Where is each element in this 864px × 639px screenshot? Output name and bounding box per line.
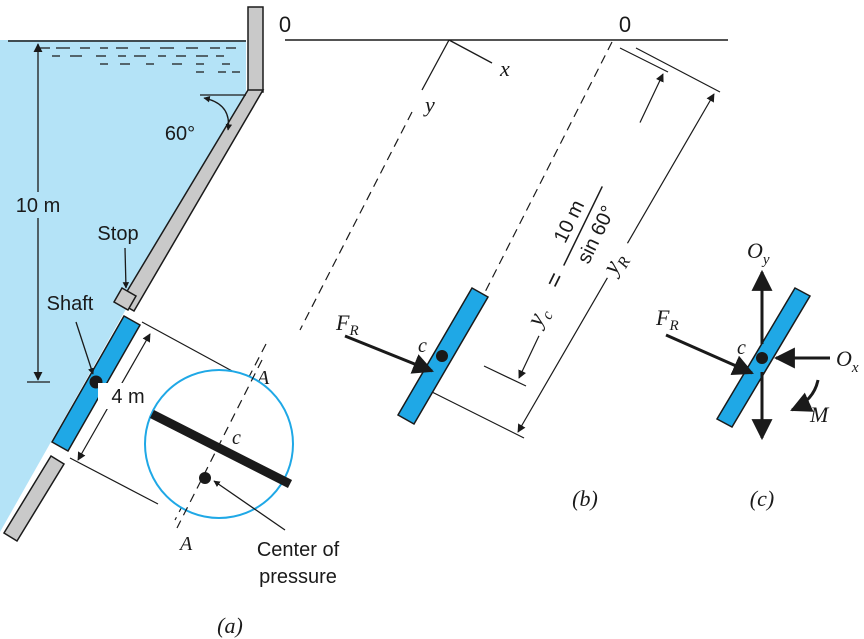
- water-surface-ripples: [8, 40, 246, 73]
- centroid-label-a: c: [232, 427, 241, 449]
- origin-left: 0: [279, 12, 291, 37]
- angle-label: 60°: [165, 123, 195, 145]
- center-of-pressure-label-1: Center of: [257, 539, 340, 561]
- shaft-label: Shaft: [47, 293, 94, 315]
- depth-label: 10 m: [16, 195, 60, 217]
- y-axis: [421, 39, 450, 91]
- stop-block: [112, 286, 138, 312]
- y-axis-label: y: [423, 92, 435, 117]
- centroid-dot-b: [436, 350, 448, 362]
- center-of-pressure-label-2: pressure: [259, 566, 337, 588]
- origin-right: 0: [619, 12, 631, 37]
- centroid-label-b: c: [418, 335, 427, 357]
- oy-label: Oy: [747, 238, 770, 268]
- centroid-dot-c: [756, 352, 768, 364]
- centroid-label-c: c: [737, 337, 746, 359]
- force-subscript-c: R: [668, 318, 678, 334]
- wall-inclined-upper: [118, 89, 265, 313]
- stop-leader: [122, 247, 130, 289]
- force-subscript-b: R: [348, 323, 358, 339]
- ox-label: Ox: [836, 346, 859, 376]
- part-a: 10 m 60° Stop Shaft 4 m A A c: [0, 6, 340, 638]
- force-label-c: FR: [655, 305, 679, 334]
- part-c: c FR Oy Ox M (c): [655, 238, 859, 511]
- yc-formula: yc = 10 m sin 60°: [498, 104, 650, 340]
- part-b: 0 0 x y c FR yc = 10 m sin 60: [279, 12, 728, 511]
- x-axis: [448, 39, 493, 64]
- plane-extension-line: [299, 111, 413, 331]
- stop-label: Stop: [97, 223, 138, 245]
- caption-a: (a): [217, 613, 243, 638]
- wall-inclined-lower: [2, 454, 66, 543]
- force-arrow-c: [665, 333, 754, 375]
- moment-arrow: [790, 379, 820, 412]
- caption-b: (b): [572, 486, 598, 511]
- force-label-b: FR: [335, 310, 359, 339]
- force-arrow-b: [344, 334, 434, 374]
- wall-vertical: [247, 6, 264, 93]
- angle-marker: [200, 94, 246, 131]
- center-of-pressure-leader: [213, 480, 286, 531]
- section-label-bottom: A: [178, 533, 193, 555]
- center-of-pressure-dot: [199, 472, 211, 484]
- x-axis-label: x: [499, 56, 510, 81]
- gate-length-label: 4 m: [111, 386, 144, 408]
- caption-c: (c): [750, 486, 774, 511]
- moment-label: M: [809, 402, 830, 427]
- gate-section-bar: [149, 409, 293, 489]
